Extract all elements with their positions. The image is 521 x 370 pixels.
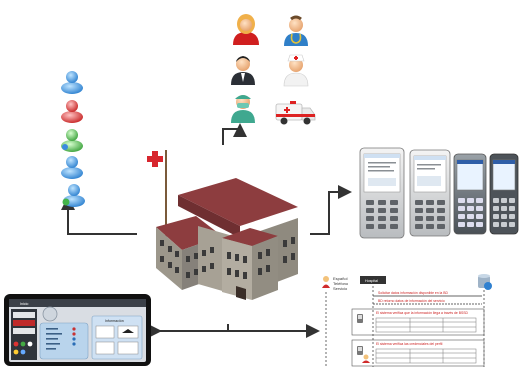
user-icon-red (61, 100, 83, 123)
connector-building-to-users (61, 196, 137, 235)
tablet-header: Inicio (20, 302, 28, 306)
tablet-icon-2 (20, 341, 26, 347)
mobile-actor-icon-1 (357, 314, 363, 323)
actor-label-3: Servicio (333, 286, 348, 291)
actor-label-2: Teléfono (333, 281, 349, 286)
tablet-icon-4 (13, 349, 19, 355)
mobile-actor-icon-2 (357, 346, 363, 355)
message-1: Solicitar datos información disponible e… (378, 291, 448, 295)
woman-red-icon (233, 14, 259, 45)
phone-4-icon (489, 153, 519, 235)
users-stack (61, 71, 85, 207)
user-icon-blue-green (62, 184, 85, 207)
sequence-diagram: Español Teléfono Servicio Hospital Solic… (322, 274, 492, 367)
message-3: El sistema verifica que la información l… (376, 311, 469, 315)
hospital-building-icon (147, 150, 298, 300)
mobile-phones-group (359, 147, 519, 239)
actor-label-1: Español (333, 276, 348, 281)
connector-staff-to-building (222, 123, 247, 145)
user-icon-green (61, 129, 83, 152)
surgeon-icon (231, 95, 255, 123)
red-cross-icon (147, 151, 163, 167)
message-2: BD retorno datos de información del serv… (378, 299, 445, 303)
doctor-stethoscope-icon (284, 15, 308, 46)
phone-1-icon (359, 147, 405, 239)
nurse-icon (283, 54, 309, 87)
message-4: El sistema verifica las credenciales del… (376, 342, 443, 346)
header-box (360, 276, 386, 284)
phone-3-icon (453, 153, 487, 235)
user-icon-blue-2 (61, 156, 83, 179)
nurse-small-icon (362, 354, 370, 363)
header-box-label: Hospital (365, 279, 378, 283)
medical-staff-grid (231, 14, 316, 125)
tablet-icon-1 (13, 341, 19, 347)
user-icon-blue (61, 71, 83, 94)
actor-icon (322, 276, 330, 288)
ambulance-icon (275, 101, 316, 125)
tablet-icon-5 (20, 349, 26, 355)
tablet-panel-title: Información (105, 319, 124, 323)
phone-2-icon (409, 149, 451, 237)
connector-building-to-phones (310, 185, 352, 235)
tablet-icon-3 (27, 341, 33, 347)
database-icon (478, 274, 492, 290)
tablet-device: Inicio Información (4, 294, 151, 366)
connectors (61, 123, 352, 338)
man-suit-icon (231, 56, 255, 85)
